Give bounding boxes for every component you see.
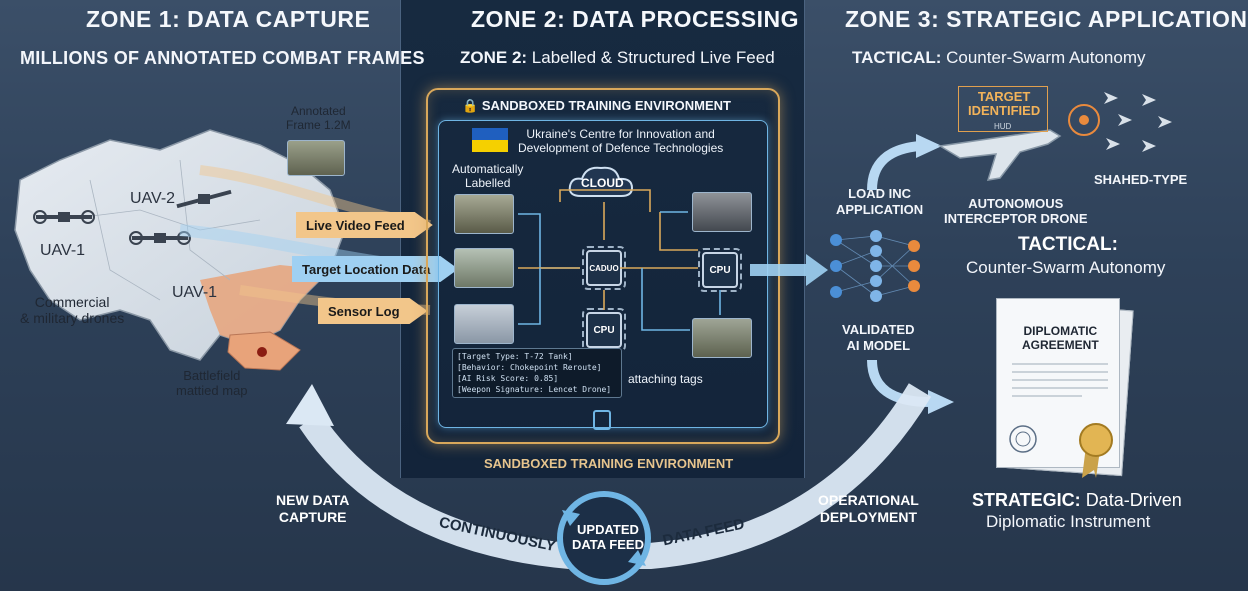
target-reticle-icon: [1068, 104, 1100, 136]
feed-target-location-label: Target Location Data: [302, 261, 431, 277]
drone-icon: [176, 189, 232, 209]
tag-line: [Target Type: T-72 Tank]: [457, 352, 573, 361]
thumbnail-tank: [454, 194, 514, 234]
interceptor-label: AUTONOMOUS INTERCEPTOR DRONE: [944, 196, 1088, 226]
commercial-drones-label: Commercial & military drones: [20, 294, 125, 326]
uav-label-1a: UAV-1: [40, 242, 86, 259]
zone3-subtitle-rest: Counter-Swarm Autonomy: [946, 48, 1146, 67]
tactical-bold: TACTICAL:: [1018, 234, 1118, 255]
sandbox-title-text: SANDBOXED TRAINING ENVIRONMENT: [481, 98, 731, 113]
gold-medal-icon: [1079, 423, 1113, 478]
load-application-label: LOAD INC APPLICATION: [836, 186, 924, 217]
shahed-label: SHAHED-TYPE: [1094, 172, 1188, 187]
strategic-rest2: Diplomatic Instrument: [986, 512, 1151, 531]
new-data-label: NEW DATA CAPTURE: [276, 492, 350, 525]
strategic-rest1: Data-Driven: [1085, 490, 1182, 510]
interceptor-drone-icon: [937, 129, 1062, 181]
updated-data-feed-label: UPDATED DATA FEED: [572, 522, 644, 552]
seal-icon: [1009, 425, 1037, 453]
feed-sensor-log-label: Sensor Log: [328, 303, 400, 319]
ukraine-flag: [472, 128, 508, 152]
drone-icon: [129, 231, 191, 245]
chip-main: CADUO: [582, 246, 626, 290]
cloud-icon: [568, 166, 634, 197]
annotated-frame-thumbnail: [287, 140, 345, 176]
hud-box: [958, 86, 1048, 132]
refresh-cycle-icon: [557, 491, 651, 585]
org-label: Ukraine's Centre for Innovation and Deve…: [518, 127, 724, 155]
tag-line: [Behavior: Chokepoint Reroute]: [457, 363, 602, 372]
feed-target-location: Target Location Data: [292, 256, 458, 282]
zone2-subtitle: ZONE 2: Labelled & Structured Live Feed: [460, 48, 775, 68]
zone2-subtitle-bold: ZONE 2:: [460, 48, 528, 67]
operational-label: OPERATIONAL DEPLOYMENT: [818, 492, 919, 525]
thumbnail-drone: [454, 248, 514, 288]
agreement-title: DIPLOMATIC AGREEMENT: [1022, 324, 1099, 352]
feedback-arc: [286, 383, 932, 569]
thumbnail-uav: [454, 304, 514, 344]
hud-label: HUD: [994, 122, 1012, 131]
strategic-label: STRATEGIC: Data-Driven: [972, 490, 1182, 511]
zone1-title: ZONE 1: DATA CAPTURE: [86, 6, 371, 32]
circuit-lines: [518, 189, 721, 331]
zone2-title: ZONE 2: DATA PROCESSING: [471, 6, 799, 32]
zone1-subtitle: MILLIONS OF ANNOTATED COMBAT FRAMES: [20, 48, 425, 68]
tag-line: [AI Risk Score: 0.85]: [457, 374, 559, 383]
battle-marker: [257, 347, 267, 357]
tags-box: [Target Type: T-72 Tank] [Behavior: Chok…: [452, 348, 622, 398]
zone3-title: ZONE 3: STRATEGIC APPLICATION: [845, 6, 1248, 32]
shahed-swarm-icon: [1104, 92, 1172, 152]
target-identified-label: TARGET IDENTIFIED: [968, 89, 1041, 118]
lock-icon: 🔒: [462, 98, 479, 113]
zone2-subtitle-rest: Labelled & Structured Live Feed: [531, 48, 775, 67]
sandbox-title: 🔒 SANDBOXED TRAINING ENVIRONMENT: [462, 98, 731, 114]
drone-icon: [33, 210, 95, 224]
tag-line: [Weepon Signature: Lencet Drone]: [457, 385, 612, 394]
arrow-to-model: [750, 254, 828, 286]
attaching-tags-label: attaching tags: [628, 372, 703, 386]
battlefield-map-label: Battlefield mattied map: [176, 368, 248, 398]
feed-live-video: Live Video Feed: [296, 212, 433, 238]
document-lines: [1012, 363, 1108, 397]
thumbnail-vehicle: [692, 318, 752, 358]
cloud-label: CLOUD: [581, 176, 624, 190]
neural-network-icon: [830, 230, 920, 302]
zone3-subtitle: TACTICAL: Counter-Swarm Autonomy: [852, 48, 1146, 68]
thumbnail-explosion: [692, 192, 752, 232]
strategic-bold: STRATEGIC:: [972, 490, 1081, 510]
validated-model-label: VALIDATED AI MODEL: [842, 322, 915, 353]
lock-icon: [593, 410, 611, 430]
uav-label-1b: UAV-1: [172, 284, 218, 301]
sandbox-footer: SANDBOXED TRAINING ENVIRONMENT: [484, 456, 734, 471]
feed-live-video-label: Live Video Feed: [306, 217, 405, 233]
occupied-area: [200, 265, 330, 345]
zone3-subtitle-bold: TACTICAL:: [852, 48, 942, 67]
feed-sensor-log: Sensor Log: [318, 298, 428, 324]
auto-labelled-label: Automatically Labelled: [452, 162, 524, 190]
map-background: [14, 129, 346, 371]
zone2-panel: [400, 0, 805, 478]
uav-label-2: UAV-2: [130, 190, 176, 207]
tactical-rest: Counter-Swarm Autonomy: [966, 258, 1166, 277]
annotated-frame-label: Annotated Frame 1.2M: [286, 104, 351, 132]
chip-cpu-bottom: CPU: [582, 308, 626, 352]
